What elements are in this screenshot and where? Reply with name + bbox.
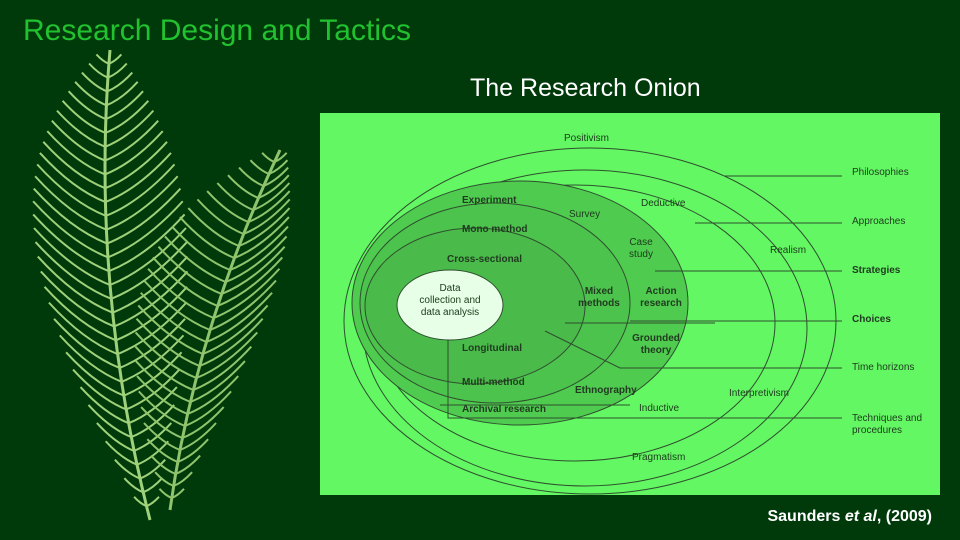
leader-time-horizons (544, 330, 842, 369)
label-interpretivism: Interpretivism (729, 388, 790, 399)
label-mixed-methods: Mixed methods (578, 286, 620, 309)
label-mono-method: Mono method (462, 224, 528, 235)
label-core: Data collection and data analysis (419, 283, 481, 318)
legend-techniques: Techniques and procedures (852, 413, 923, 436)
onion-title: The Research Onion (470, 74, 701, 102)
label-positivism: Positivism (564, 133, 610, 144)
legend-philosophies: Philosophies (852, 167, 909, 178)
fern-illustration (32, 49, 291, 521)
label-action-research: Action research (640, 286, 682, 309)
label-grounded-theory: Grounded theory (632, 333, 680, 356)
label-inductive: Inductive (639, 403, 680, 414)
legend-time-horizons: Time horizons (852, 362, 915, 373)
label-survey: Survey (569, 209, 601, 220)
label-ethnography: Ethnography (575, 385, 637, 396)
label-experiment: Experiment (462, 195, 517, 206)
label-case-study: Case study (629, 237, 653, 260)
research-onion-diagram: Positivism Realism Interpretivism Pragma… (320, 113, 940, 495)
citation: Saunders et al, (2009) (767, 508, 932, 526)
label-cross-sectional: Cross-sectional (447, 254, 523, 265)
onion-rings (343, 147, 842, 495)
leader-techniques (447, 340, 842, 419)
legend-strategies: Strategies (852, 265, 901, 276)
slide-title: Research Design and Tactics (23, 14, 411, 47)
label-longitudinal: Longitudinal (462, 343, 522, 354)
citation-year: , (2009) (876, 508, 932, 525)
label-pragmatism: Pragmatism (632, 452, 686, 463)
citation-author: Saunders (767, 508, 841, 525)
legend-choices: Choices (852, 314, 891, 325)
label-deductive: Deductive (641, 198, 686, 209)
legend-approaches: Approaches (852, 216, 906, 227)
core-ellipse (396, 269, 504, 341)
citation-et-al: et al (844, 508, 877, 525)
label-realism: Realism (770, 245, 807, 256)
label-multi-method: Multi-method (462, 377, 525, 388)
label-archival-research: Archival research (462, 404, 546, 415)
